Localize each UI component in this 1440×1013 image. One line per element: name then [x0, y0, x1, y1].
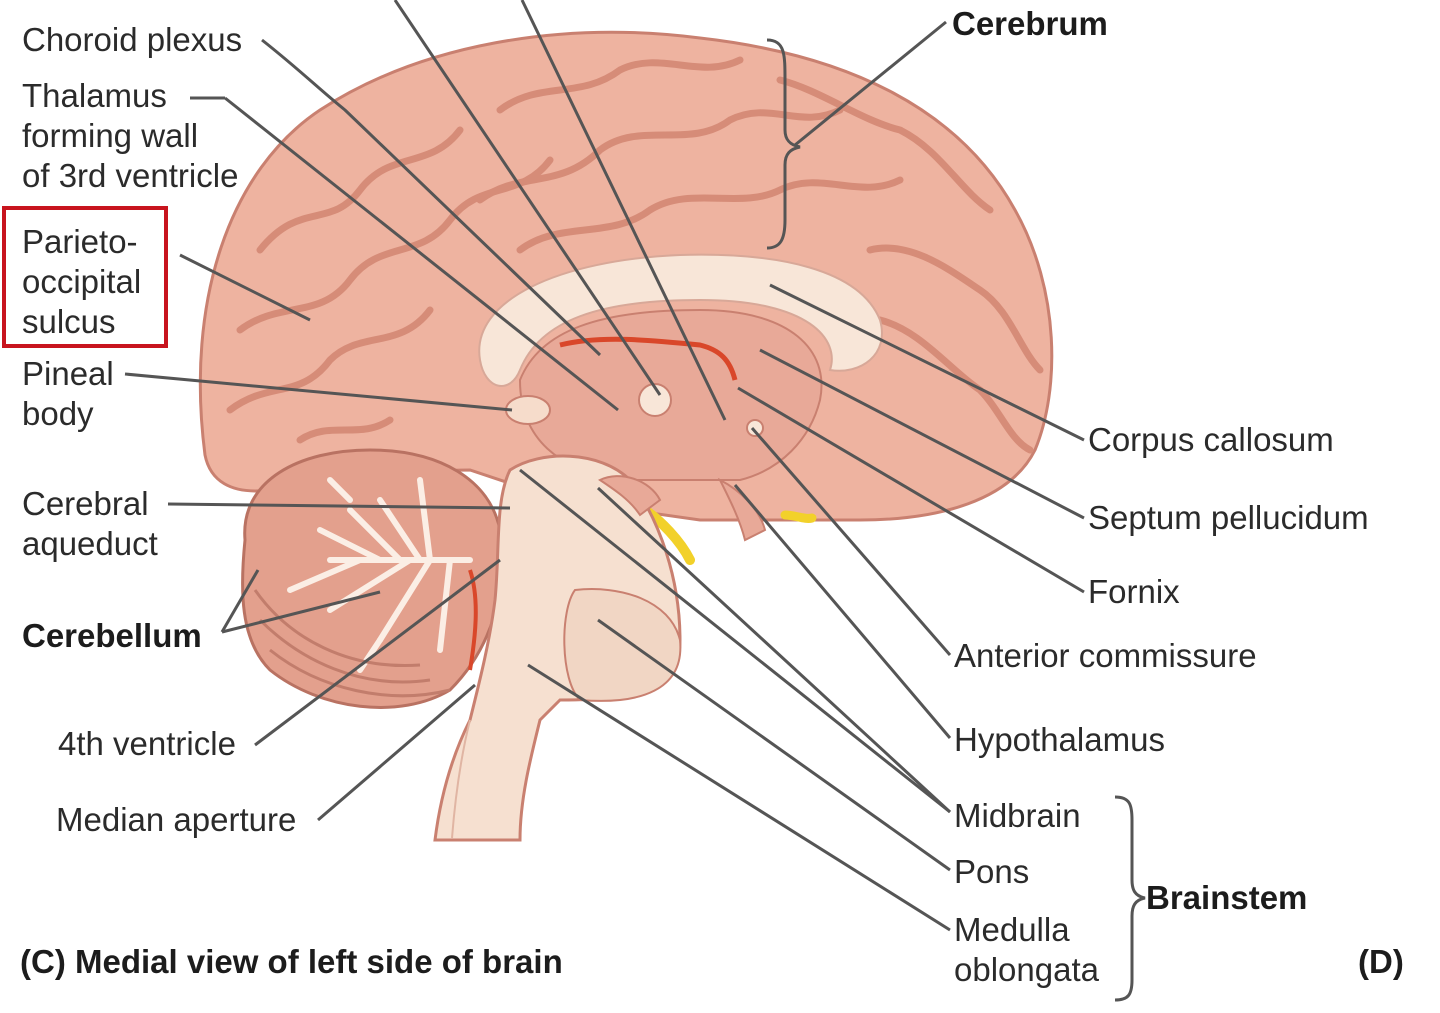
label-septum-pellucidum: Septum pellucidum — [1088, 499, 1369, 536]
label-parieto-line1: Parieto- — [22, 223, 138, 260]
label-cerebrum: Cerebrum — [952, 5, 1108, 42]
label-thalamus-line2: forming wall — [22, 117, 199, 154]
label-medulla-line2: oblongata — [954, 951, 1099, 988]
label-parieto-line2: occipital — [22, 263, 142, 300]
label-pineal-line1: Pineal — [22, 355, 114, 392]
label-choroid-plexus: Choroid plexus — [22, 21, 243, 58]
label-brainstem: Brainstem — [1146, 879, 1308, 916]
label-midbrain: Midbrain — [954, 797, 1081, 834]
figure-caption: (C) Medial view of left side of brain — [20, 943, 563, 980]
label-anterior-commissure: Anterior commissure — [954, 637, 1257, 674]
label-pineal-line2: body — [22, 395, 94, 432]
label-pons: Pons — [954, 853, 1030, 890]
label-aqueduct-line2: aqueduct — [22, 525, 158, 562]
cerebellar-folia — [253, 589, 451, 698]
label-fornix: Fornix — [1088, 573, 1180, 610]
label-cerebellum: Cerebellum — [22, 617, 202, 654]
label-fourth-ventricle: 4th ventricle — [58, 725, 236, 762]
label-corpus-callosum: Corpus callosum — [1088, 421, 1334, 458]
panel-letter: (D) — [1358, 943, 1404, 980]
label-thalamus-line1: Thalamus — [22, 77, 167, 114]
label-median-aperture: Median aperture — [56, 801, 297, 838]
leader-lines — [124, 0, 1085, 932]
cerebrum-brace — [766, 38, 801, 250]
highlight-box — [2, 206, 168, 348]
label-medulla-line1: Medulla — [954, 911, 1070, 948]
label-aqueduct-line1: Cerebral — [22, 485, 149, 522]
brainstem-brace — [1114, 795, 1146, 1002]
label-hypothalamus: Hypothalamus — [954, 721, 1165, 758]
cerebellum-shape — [241, 448, 504, 709]
label-thalamus-line3: of 3rd ventricle — [22, 157, 239, 194]
label-parieto-line3: sulcus — [22, 303, 116, 340]
arbor-vitae — [287, 477, 473, 673]
